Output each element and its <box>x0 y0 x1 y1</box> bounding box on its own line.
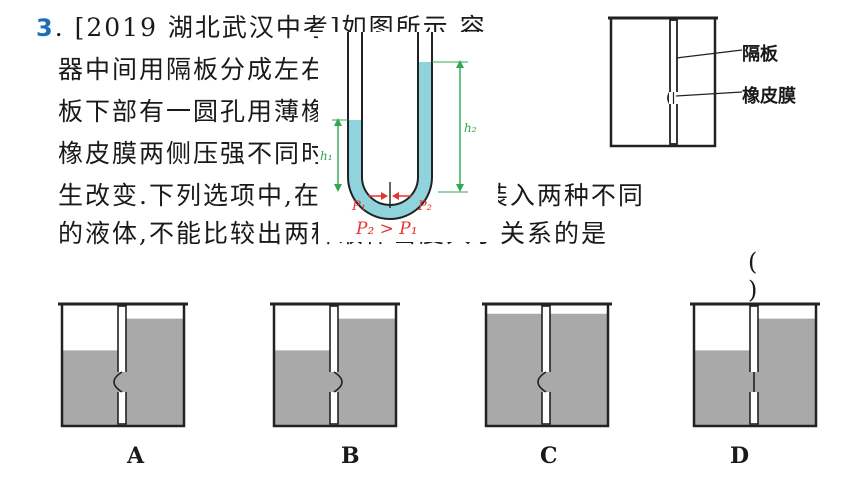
question-number: 3 <box>36 14 55 42</box>
label-partition: 隔板 <box>742 44 778 65</box>
membrane-hole <box>541 372 551 392</box>
option-a-container[interactable] <box>58 294 188 430</box>
label-membrane: 橡皮膜 <box>742 86 796 107</box>
right-liquid <box>758 318 816 426</box>
pressure-relation: P₂ > P₁ <box>355 219 418 239</box>
partition <box>541 305 551 425</box>
answer-parentheses: ( ) <box>748 248 798 304</box>
partition <box>749 305 759 425</box>
reference-leader-lines <box>676 49 743 97</box>
option-a-label[interactable]: A <box>127 443 145 469</box>
h2-label: h₂ <box>464 121 477 135</box>
right-liquid <box>550 313 608 426</box>
option-c-container[interactable] <box>482 294 612 430</box>
left-liquid <box>62 350 118 426</box>
reference-container-figure <box>608 16 718 148</box>
membrane-hole <box>117 372 127 392</box>
u-tube-diagram: h₁ h₂ P₁ P₂ P₂ > P₁ <box>320 32 477 239</box>
option-b-container[interactable] <box>270 294 400 430</box>
partition <box>329 305 339 425</box>
partition <box>117 305 127 425</box>
p1-label: P₁ <box>351 199 366 214</box>
u-tube-inset: h₁ h₂ P₁ P₂ P₂ > P₁ <box>318 32 498 242</box>
left-liquid <box>694 350 750 426</box>
option-c-label[interactable]: C <box>540 443 558 469</box>
left-liquid <box>274 350 330 426</box>
p2-label: P₂ <box>417 199 432 214</box>
option-d-label[interactable]: D <box>730 443 750 469</box>
option-b-label[interactable]: B <box>341 443 360 469</box>
rubber-membrane <box>537 371 547 393</box>
option-d-container[interactable] <box>690 294 820 430</box>
left-liquid <box>486 313 542 426</box>
right-liquid <box>338 318 396 426</box>
h1-label: h₁ <box>320 149 333 163</box>
membrane-hole <box>329 372 339 392</box>
rubber-membrane <box>333 371 343 393</box>
right-liquid <box>126 318 184 426</box>
rubber-membrane <box>113 371 123 393</box>
